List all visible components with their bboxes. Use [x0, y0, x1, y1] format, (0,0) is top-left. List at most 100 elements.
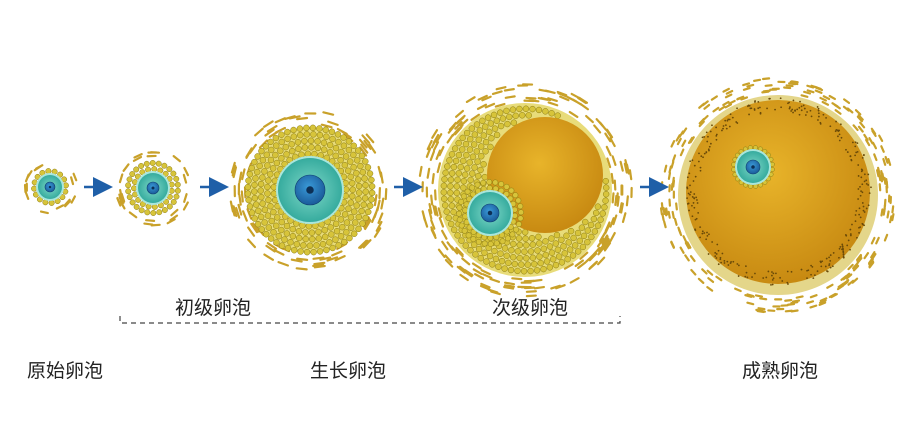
granulosa-cell — [289, 232, 297, 240]
theca-cell — [480, 282, 491, 289]
granulosa-cell — [555, 253, 563, 260]
theca-cell — [456, 114, 466, 124]
granulosa-cell — [450, 208, 457, 216]
granulosa-cell — [533, 267, 541, 274]
granulosa-cell — [514, 248, 522, 255]
theca-cell — [438, 217, 445, 228]
granulosa-dot — [774, 108, 776, 111]
theca-cell — [687, 136, 694, 145]
theca-cell — [662, 206, 666, 216]
granulosa-dot — [744, 275, 747, 278]
granulosa-dot — [694, 175, 697, 178]
granulosa-dot — [850, 159, 853, 162]
granulosa-cell — [447, 196, 455, 203]
theca-cell — [852, 262, 859, 270]
granulosa-cell — [244, 190, 252, 197]
theca-cell — [461, 257, 471, 266]
granulosa-dot — [863, 180, 866, 183]
granulosa-cell — [506, 113, 513, 121]
granulosa-cell — [501, 245, 509, 252]
theca-cell — [484, 102, 496, 109]
theca-cell — [822, 95, 831, 101]
granulosa-dot — [788, 107, 791, 110]
theca-cell — [676, 137, 682, 146]
theca-cell — [441, 240, 449, 251]
theca-cell — [615, 192, 619, 204]
granulosa-dot — [719, 256, 722, 259]
theca-cell — [247, 226, 256, 237]
theca-cell — [384, 187, 388, 201]
granulosa-cell — [251, 158, 258, 166]
granulosa-cell — [367, 202, 374, 209]
granulosa-dot — [736, 263, 739, 265]
granulosa-dot — [709, 130, 712, 133]
theca-cell — [263, 253, 275, 261]
theca-cell — [865, 138, 871, 147]
granulosa-cell — [457, 163, 464, 171]
theca-cell — [593, 124, 602, 134]
granulosa-dot — [745, 265, 747, 268]
granulosa-dot — [732, 260, 735, 263]
theca-cell — [856, 115, 864, 123]
granulosa-cell — [290, 126, 297, 134]
granulosa-cell — [341, 161, 349, 169]
theca-cell — [373, 194, 378, 207]
granulosa-dot — [753, 109, 756, 111]
granulosa-cell — [310, 248, 317, 256]
theca-cell — [604, 132, 612, 143]
granulosa-cell — [516, 105, 523, 113]
granulosa-cell — [511, 260, 518, 268]
granulosa-cell — [349, 186, 356, 193]
granulosa-cell — [174, 181, 181, 188]
granulosa-dot — [857, 188, 860, 190]
theca-cell — [377, 165, 383, 178]
granulosa-dot — [705, 151, 708, 154]
theca-cell — [677, 228, 683, 237]
granulosa-dot — [865, 182, 868, 185]
granulosa-cell — [441, 195, 448, 203]
theca-cell — [375, 220, 383, 232]
granulosa-cell — [347, 199, 355, 206]
label-primordial-follicle: 原始卵泡 — [26, 360, 104, 382]
granulosa-cell — [278, 226, 285, 234]
granulosa-cell — [295, 228, 303, 235]
theca-cell — [441, 229, 448, 240]
granulosa-dot — [729, 113, 732, 116]
granulosa-dot — [747, 105, 749, 108]
granulosa-cell — [521, 248, 528, 255]
granulosa-cell — [313, 242, 320, 249]
granulosa-dot — [780, 106, 783, 109]
theca-cell — [878, 134, 884, 142]
theca-cell — [421, 210, 426, 222]
granulosa-cell — [509, 254, 517, 261]
granulosa-cell — [163, 198, 170, 205]
granulosa-cell — [540, 245, 548, 253]
granulosa-cell — [267, 171, 274, 178]
granulosa-dot — [689, 184, 691, 187]
theca-cell — [568, 110, 579, 119]
granulosa-cell — [578, 224, 586, 231]
theca-cell — [684, 241, 690, 250]
theca-cell — [373, 227, 382, 238]
granulosa-cell — [503, 252, 510, 259]
granulosa-dot — [858, 207, 861, 210]
granulosa-dot — [711, 241, 714, 243]
granulosa-cell — [350, 164, 357, 171]
theca-cell — [458, 265, 469, 274]
granulosa-cell — [362, 181, 369, 189]
granulosa-dot — [794, 109, 796, 112]
theca-cell — [663, 164, 668, 173]
theca-cell — [819, 299, 827, 304]
theca-cell — [856, 257, 863, 264]
granulosa-cell — [258, 147, 265, 155]
granulosa-dot — [697, 211, 700, 214]
theca-cell — [795, 295, 804, 299]
granulosa-cell — [258, 226, 266, 233]
granulosa-cell — [259, 174, 266, 181]
theca-cell — [169, 214, 179, 222]
theca-cell — [712, 106, 720, 113]
theca-cell — [809, 294, 818, 299]
granulosa-dot — [789, 106, 791, 108]
granulosa-cell — [284, 245, 292, 252]
theca-cell — [313, 261, 326, 266]
